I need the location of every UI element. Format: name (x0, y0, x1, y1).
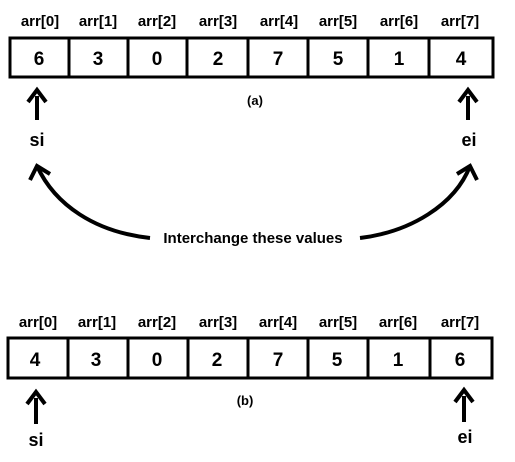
array-values-a: 6 3 0 2 7 5 1 4 (34, 49, 467, 70)
index-label: arr[1] (79, 13, 117, 30)
cell-value: 6 (455, 350, 466, 371)
cell-value: 4 (30, 350, 41, 371)
cell-value: 7 (273, 350, 284, 371)
index-label: arr[2] (138, 13, 176, 30)
array-cell (427, 36, 495, 79)
index-label: arr[1] (78, 314, 116, 331)
array-cells-a (8, 36, 495, 79)
index-label: arr[6] (380, 13, 418, 30)
swap-annotation: Interchange these values (28, 163, 479, 247)
panel-caption: (a) (247, 93, 263, 108)
up-arrow-icon (26, 86, 48, 120)
index-label: arr[5] (319, 13, 357, 30)
array-cell (8, 36, 71, 79)
cell-value: 0 (152, 49, 163, 70)
cell-value: 2 (213, 49, 224, 70)
array-cell (67, 36, 130, 79)
index-label: arr[6] (379, 314, 417, 331)
array-cells-b (6, 336, 494, 380)
cell-value: 3 (91, 350, 102, 371)
index-labels-a: arr[0] arr[1] arr[2] arr[3] arr[4] arr[5… (21, 13, 479, 30)
index-label: arr[3] (199, 13, 237, 30)
cell-value: 1 (393, 350, 404, 371)
index-label: arr[0] (21, 13, 59, 30)
up-arrow-icon (457, 86, 479, 120)
curved-arrow-left-icon (35, 165, 151, 240)
cell-value: 7 (273, 49, 284, 70)
arrowhead-icon (28, 163, 52, 181)
index-label: arr[4] (259, 314, 297, 331)
array-cell (246, 336, 310, 380)
cell-value: 0 (152, 350, 163, 371)
array-cell (186, 336, 250, 380)
cell-value: 6 (34, 49, 45, 70)
array-cell (306, 336, 370, 380)
up-arrow-icon (25, 388, 47, 424)
index-label: arr[3] (199, 314, 237, 331)
panel-b: arr[0] arr[1] arr[2] arr[3] arr[4] arr[5… (6, 314, 494, 450)
up-arrow-icon (453, 386, 475, 422)
array-cell (366, 336, 432, 380)
array-values-b: 4 3 0 2 7 5 1 6 (30, 350, 466, 371)
panel-caption: (b) (237, 393, 254, 408)
index-label: arr[7] (441, 13, 479, 30)
index-label: arr[0] (19, 314, 57, 331)
array-cell (246, 36, 310, 79)
start-pointer-label: si (29, 130, 44, 150)
index-labels-b: arr[0] arr[1] arr[2] arr[3] arr[4] arr[5… (19, 314, 479, 331)
cell-value: 1 (394, 49, 405, 70)
cell-value: 3 (93, 49, 104, 70)
cell-value: 5 (332, 350, 343, 371)
arrowhead-icon (455, 163, 479, 181)
index-label: arr[7] (441, 314, 479, 331)
array-cell (428, 336, 494, 380)
cell-value: 2 (212, 350, 223, 371)
index-label: arr[2] (138, 314, 176, 331)
index-label: arr[5] (319, 314, 357, 331)
curved-arrow-right-icon (359, 165, 472, 240)
array-cell (66, 336, 130, 380)
end-pointer-label: ei (461, 130, 476, 150)
swap-note: Interchange these values (163, 230, 342, 247)
index-label: arr[4] (260, 13, 298, 30)
array-cell (126, 36, 189, 79)
panel-a: arr[0] arr[1] arr[2] arr[3] arr[4] arr[5… (8, 13, 495, 150)
cell-value: 5 (333, 49, 344, 70)
end-pointer-label: ei (457, 427, 472, 447)
cell-value: 4 (456, 49, 467, 70)
start-pointer-label: si (28, 430, 43, 450)
